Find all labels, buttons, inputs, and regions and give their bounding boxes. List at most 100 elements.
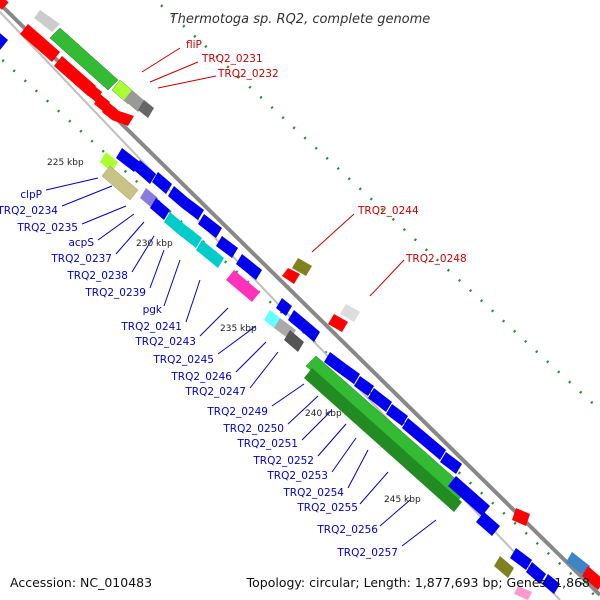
gene-label-trq2-0239: TRQ2_0239 (84, 287, 146, 299)
gene-feature-trq2-0238[interactable] (178, 224, 202, 248)
gene-feature-trq2-0244[interactable] (292, 258, 312, 276)
gene-feature[interactable] (328, 314, 348, 332)
leader-line (157, 75, 217, 89)
gene-feature[interactable] (34, 10, 60, 32)
gene-feature[interactable] (276, 298, 292, 316)
gene-feature[interactable] (386, 404, 408, 426)
leader-line (61, 185, 113, 207)
gene-feature-trq2-0232[interactable] (138, 100, 154, 118)
gene-feature[interactable] (282, 268, 300, 284)
gene-feature[interactable] (49, 27, 119, 91)
leader-line (379, 499, 411, 527)
gene-feature[interactable] (134, 160, 156, 184)
leader-line (235, 341, 267, 373)
reverse-label-texts: clpP TRQ2_0234 TRQ2_0235 acpS TRQ2_0237 … (0, 189, 398, 559)
scale-ticks: 225 kbp 230 kbp 235 kbp 240 kbp 245 kbp (47, 158, 421, 505)
gene-feature-trq2-0249[interactable] (305, 355, 469, 501)
gene-label-trq2-0245: TRQ2_0245 (152, 354, 214, 366)
gene-label-trq2-0249: TRQ2_0249 (206, 406, 268, 418)
gene-feature[interactable] (440, 452, 462, 474)
gene-feature[interactable] (20, 24, 60, 62)
gene-feature-pgk[interactable] (226, 270, 260, 302)
leader-line (199, 307, 229, 337)
tick-label: 230 kbp (136, 239, 173, 249)
gene-label-pgk: pgk (143, 304, 163, 316)
leader-line (217, 325, 257, 355)
gene-feature[interactable] (476, 512, 500, 536)
gene-feature-trq2-0234[interactable] (101, 165, 139, 201)
gene-label-trq2-0243: TRQ2_0243 (134, 336, 196, 348)
gene-label-trq2-0238: TRQ2_0238 (66, 270, 128, 282)
gene-feature[interactable] (566, 552, 590, 576)
gene-feature[interactable] (116, 148, 140, 172)
leader-line (141, 47, 181, 73)
leader-line (271, 383, 305, 407)
gene-label-trq2-0247: TRQ2_0247 (184, 386, 246, 398)
gene-label-trq2-0241: TRQ2_0241 (120, 321, 182, 333)
leader-line (185, 279, 201, 323)
accession-text: Accession: NC_010483 (10, 575, 152, 590)
leader-line (131, 235, 155, 273)
gene-feature-trq2-0237[interactable] (164, 212, 184, 234)
gene-cluster-lower (304, 352, 600, 600)
gene-feature-trq2-0248[interactable] (340, 304, 360, 322)
outer-scale-dots (153, 0, 600, 411)
gene-label-trq2-0257: TRQ2_0257 (336, 547, 398, 559)
gene-feature[interactable] (236, 254, 262, 280)
gene-feature-acpS[interactable] (150, 198, 170, 220)
topology-text: Topology: circular; Length: 1,877,693 bp… (246, 575, 590, 590)
gene-feature[interactable] (112, 110, 134, 126)
gene-feature[interactable] (510, 548, 532, 570)
tick-label: 235 kbp (220, 324, 257, 334)
forward-labels (141, 47, 405, 297)
gene-feature[interactable] (54, 56, 96, 96)
leader-line (301, 409, 333, 441)
gene-feature[interactable] (198, 214, 222, 238)
gene-label-trq2-0255: TRQ2_0255 (296, 502, 358, 514)
leader-line (347, 449, 369, 489)
gene-feature[interactable] (542, 574, 560, 594)
gene-label-acpS: acpS (68, 237, 94, 249)
gene-feature[interactable] (340, 364, 360, 384)
gene-feature-trq2-0239[interactable] (196, 240, 224, 268)
leader-line (287, 395, 319, 425)
leader-line (331, 437, 357, 473)
gene-feature[interactable] (526, 562, 546, 584)
gene-feature[interactable] (514, 586, 532, 600)
gene-feature[interactable] (494, 556, 514, 578)
gene-feature[interactable] (0, 0, 9, 10)
gene-feature[interactable] (354, 376, 374, 396)
tick-label: 245 kbp (384, 495, 421, 505)
leader-line (163, 259, 181, 307)
leader-line (317, 423, 347, 457)
gene-feature[interactable] (368, 388, 392, 412)
gene-feature[interactable] (0, 28, 8, 50)
gene-feature[interactable] (168, 186, 188, 208)
gene-feature[interactable] (300, 320, 320, 342)
gene-feature-trq2-0241[interactable] (264, 310, 280, 328)
gene-feature-trq2-0250[interactable] (304, 368, 462, 512)
leader-line (249, 351, 279, 389)
gene-label-trq2-0244: TRQ2_0244 (357, 205, 419, 217)
gene-cluster-forward-right (282, 258, 360, 332)
gene-feature[interactable] (216, 236, 238, 258)
leader-line (401, 519, 437, 547)
gene-feature[interactable] (448, 476, 490, 516)
gene-feature[interactable] (582, 566, 600, 590)
gene-feature[interactable] (182, 198, 204, 220)
gene-feature[interactable] (512, 508, 530, 526)
gene-label-trq2-0237: TRQ2_0237 (50, 253, 112, 265)
forward-label-texts: fliP TRQ2_0231 TRQ2_0232 TRQ2_0244 TRQ2_… (186, 39, 467, 265)
gene-feature-clpP[interactable] (100, 152, 118, 172)
leader-line (369, 259, 405, 297)
gene-label-trq2-0253: TRQ2_0253 (266, 470, 328, 482)
gene-feature[interactable] (402, 418, 446, 460)
gene-label-trq2-0231: TRQ2_0231 (201, 53, 263, 65)
leader-line (115, 221, 145, 255)
gene-feature[interactable] (288, 310, 306, 330)
gene-feature[interactable] (324, 352, 346, 374)
tick-label: 240 kbp (305, 409, 342, 419)
gene-feature[interactable] (152, 172, 172, 194)
gene-feature-trq2-0245[interactable] (284, 330, 304, 352)
